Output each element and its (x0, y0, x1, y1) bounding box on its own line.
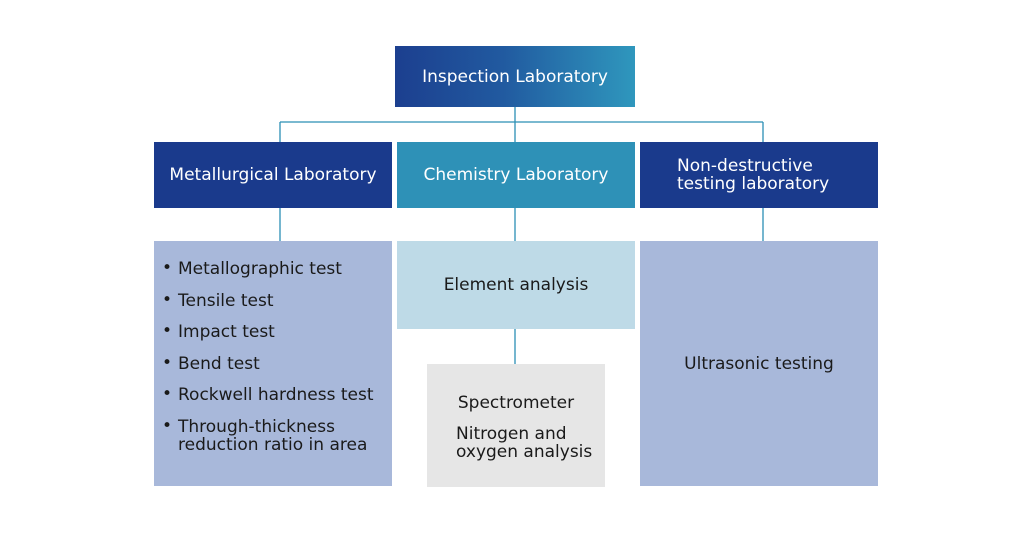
list-item: •Metallographic test (162, 258, 392, 278)
node-label: Inspection Laboratory (422, 66, 608, 87)
bullet-icon: • (162, 321, 173, 342)
node-label: Ultrasonic testing (684, 353, 834, 374)
list-item: •Tensile test (162, 289, 392, 310)
test-label: Metallographic test (178, 260, 392, 278)
test-label: Tensile test (178, 292, 392, 310)
node-inspection-laboratory: Inspection Laboratory (395, 46, 635, 107)
node-label-line2: testing laboratory (677, 174, 830, 194)
test-label-line: Through-thickness (178, 416, 335, 437)
node-chemistry-laboratory: Chemistry Laboratory (397, 142, 635, 208)
test-label: Impact test (178, 323, 392, 341)
node-label: Non-destructive testing laboratory (677, 157, 829, 193)
nitrogen-line1: Nitrogen and (456, 424, 567, 444)
bullet-icon: • (162, 258, 173, 278)
bullet-icon: • (162, 289, 173, 310)
test-list: •Metallographic test•Tensile test•Impact… (162, 258, 392, 454)
node-ultrasonic-testing: Ultrasonic testing (640, 241, 878, 486)
bullet-icon: • (162, 384, 173, 405)
test-label-line: Metallographic test (178, 259, 342, 279)
test-label-line: Impact test (178, 322, 275, 343)
test-label-line: Tensile test (178, 290, 274, 311)
node-metallurgical-laboratory: Metallurgical Laboratory (154, 142, 392, 208)
test-label: Rockwell hardness test (178, 386, 392, 404)
nitrogen-line2: oxygen analysis (456, 442, 593, 462)
node-non-destructive-testing-laboratory: Non-destructive testing laboratory (640, 142, 878, 208)
test-label-line: Bend test (178, 353, 260, 374)
node-metallurgical-tests: •Metallographic test•Tensile test•Impact… (154, 241, 392, 486)
list-item: •Impact test (162, 321, 392, 342)
test-label: Bend test (178, 355, 392, 373)
test-label-line: Rockwell hardness test (178, 385, 374, 406)
nitrogen-oxygen-label: Nitrogen and oxygen analysis (456, 425, 592, 461)
spectrometer-label: Spectrometer (457, 393, 575, 413)
test-label-line: reduction ratio in area (178, 434, 368, 455)
node-label: Chemistry Laboratory (423, 165, 609, 185)
bullet-icon: • (162, 415, 173, 436)
list-item: •Rockwell hardness test (162, 384, 392, 405)
node-label: Metallurgical Laboratory (169, 165, 377, 185)
node-spectrometer-analysis: Spectrometer Nitrogen and oxygen analysi… (427, 364, 605, 487)
node-element-analysis: Element analysis (397, 241, 635, 329)
node-label-line1: Non-destructive (677, 156, 813, 176)
list-item: •Bend test (162, 352, 392, 373)
node-label: Element analysis (443, 275, 589, 295)
bullet-icon: • (162, 352, 173, 373)
